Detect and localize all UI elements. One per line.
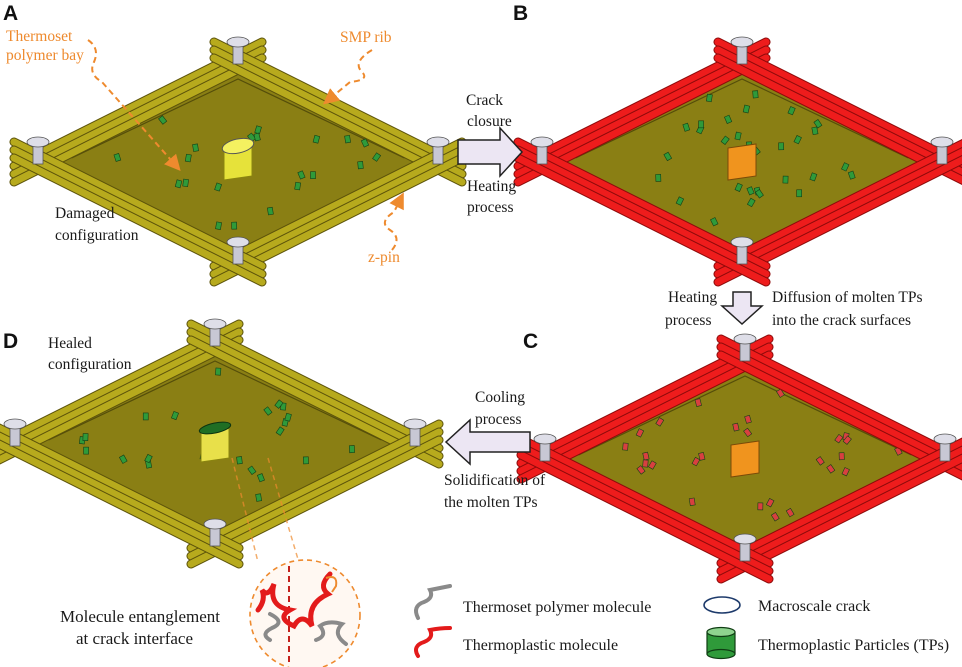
arrow-cd-icon <box>444 418 531 466</box>
callout-rib: SMP rib <box>340 29 392 46</box>
arrow-bc-left-line1: Heating <box>668 289 717 306</box>
panel-letter-a: A <box>3 2 18 25</box>
inset-zoom-circle <box>249 559 361 667</box>
callout-rib-leader <box>322 49 373 105</box>
caption-damaged-line1: Damaged <box>55 205 115 222</box>
caption-healed-line1: Healed <box>48 335 92 352</box>
callout-bay-line2: polymer bay <box>6 47 84 64</box>
legend-thermoset-label: Thermoset polymer molecule <box>463 599 651 616</box>
panel-c-grid <box>516 333 962 584</box>
panel-letter-b: B <box>513 2 528 25</box>
arrow-bc-right-line2: into the crack surfaces <box>772 312 911 329</box>
panel-b-grid <box>513 36 962 287</box>
inset-label-line2: at crack interface <box>76 629 193 648</box>
panel-d-grid <box>0 318 444 569</box>
arrow-ab-top-line2: closure <box>467 113 512 130</box>
legend-thermoplastic-label: Thermoplastic molecule <box>463 637 618 654</box>
arrow-bc-right-line1: Diffusion of molten TPs <box>772 289 923 306</box>
legend-particle-label: Thermoplastic Particles (TPs) <box>758 637 949 654</box>
legend-crack-label: Macroscale crack <box>758 598 870 615</box>
panel-letter-d: D <box>3 330 18 353</box>
caption-healed-line2: configuration <box>48 356 132 373</box>
inset-label-line1: Molecule entanglement <box>60 607 220 626</box>
arrow-ab-top-line1: Crack <box>466 92 503 109</box>
arrow-bc-icon <box>720 291 764 326</box>
arrow-ab-bottom-line2: process <box>467 199 514 216</box>
legend-crack-icon <box>703 596 741 614</box>
callout-bay-leader <box>87 39 181 171</box>
callout-bay-line1: Thermoset <box>6 28 73 45</box>
caption-damaged-line2: configuration <box>55 227 139 244</box>
panel-letter-c: C <box>523 330 538 353</box>
legend-particle-icon <box>706 626 736 660</box>
callout-zpin: z-pin <box>368 249 400 266</box>
arrow-cd-top-line2: process <box>475 411 522 428</box>
arrow-cd-bottom-line2: the molten TPs <box>444 494 538 511</box>
arrow-cd-top-line1: Cooling <box>475 389 525 406</box>
legend-thermoset-icon <box>414 584 452 620</box>
arrow-bc-left-line2: process <box>665 312 712 329</box>
callout-zpin-leader <box>383 192 404 251</box>
entanglement-inset <box>231 457 361 667</box>
thermoplastic-molecule-inset <box>255 571 333 630</box>
arrow-cd-bottom-line1: Solidification of <box>444 472 546 489</box>
arrow-ab-bottom-line1: Heating <box>467 178 516 195</box>
thermoset-molecule-inset <box>263 612 348 646</box>
legend-thermoplastic-icon <box>414 626 452 658</box>
arrow-ab-icon <box>457 126 524 178</box>
panel-a-grid <box>9 36 467 287</box>
